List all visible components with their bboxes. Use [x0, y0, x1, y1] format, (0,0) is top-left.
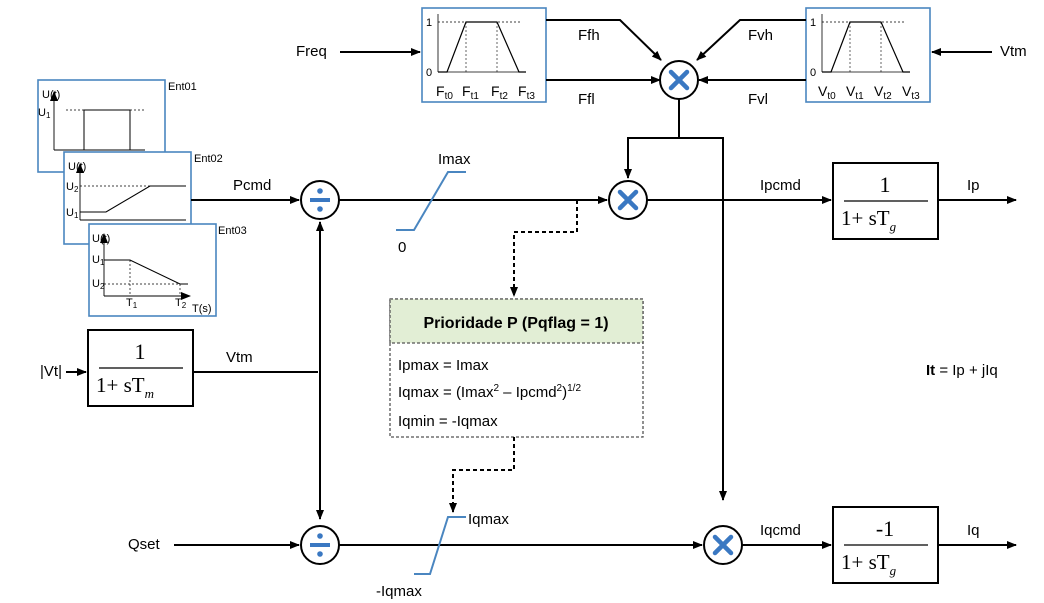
volt-block-one: 1 — [810, 17, 816, 29]
priority-box: Prioridade P (Pqflag = 1) Ipmax = Imax I… — [389, 298, 644, 438]
it-equation: It = Ip + jIq — [926, 362, 998, 379]
top-multiplier — [659, 60, 699, 100]
volt-t2-label: Vt2 — [874, 83, 892, 102]
vt-abs-label: |Vt| — [40, 363, 62, 380]
svg-text:U1: U1 — [66, 207, 79, 220]
priority-title: Prioridade P (Pqflag = 1) — [423, 315, 608, 332]
svg-text:1: 1 — [135, 339, 146, 364]
volt-t1-label: Vt1 — [846, 83, 864, 102]
freq-input-label: Freq — [296, 43, 327, 60]
vtm-mid-label: Vtm — [226, 349, 253, 366]
volt-block-zero: 0 — [810, 67, 816, 79]
freq-t1-label: Ft1 — [462, 83, 479, 102]
svg-text:1+ sTm: 1+ sTm — [96, 373, 154, 401]
vtm-input-label: Vtm — [1000, 43, 1027, 60]
svg-text:U(t): U(t) — [42, 89, 60, 101]
p-limiter-lower: 0 — [398, 239, 406, 256]
ent01-tag: Ent01 — [168, 81, 197, 93]
qset-label: Qset — [128, 536, 161, 553]
priority-to-q-limiter-wire — [449, 437, 515, 513]
svg-text:T1: T1 — [126, 297, 138, 310]
voltage-trip-block: 1 0 Vt0 Vt1 Vt2 Vt3 — [805, 7, 931, 103]
ffh-label: Ffh — [578, 27, 600, 44]
trip-to-q-mult-wire — [679, 137, 727, 501]
input-graph-ent03: U(t) U1 U2 T1 T2 T(s) Ent03 — [88, 223, 247, 317]
frequency-trip-block: 1 0 Ft0 Ft1 Ft2 Ft3 — [421, 7, 547, 103]
svg-text:-1: -1 — [876, 516, 894, 541]
svg-text:U(t): U(t) — [68, 161, 86, 173]
svg-text:U2: U2 — [92, 278, 105, 291]
svg-text:U1: U1 — [38, 107, 51, 120]
freq-t2-label: Ft2 — [491, 83, 508, 102]
svg-text:1: 1 — [880, 172, 891, 197]
priority-line1: Ipmax = Imax — [398, 357, 489, 374]
freq-t0-label: Ft0 — [436, 83, 453, 102]
svg-text:1+ sTg: 1+ sTg — [841, 206, 897, 234]
priority-line3: Iqmin = -Iqmax — [398, 413, 498, 430]
ip-transfer-function: 1 1+ sTg — [832, 162, 939, 240]
fvh-wire — [696, 19, 806, 61]
svg-text:U1: U1 — [92, 254, 105, 267]
p-multiplier — [608, 180, 648, 220]
vt-transfer-function: 1 1+ sTm — [87, 329, 194, 407]
q-limiter-lower: -Iqmax — [376, 583, 422, 600]
iq-transfer-function: -1 1+ sTg — [832, 506, 939, 584]
ffl-label: Ffl — [578, 91, 595, 108]
ent02-tag: Ent02 — [194, 153, 223, 165]
ipcmd-to-priority-wire — [510, 200, 578, 297]
q-limiter — [414, 516, 466, 575]
volt-t0-label: Vt0 — [818, 83, 836, 102]
ffh-wire — [546, 19, 662, 61]
svg-text:U(t): U(t) — [92, 233, 110, 245]
priority-line2: Iqmax = (Imax2 – Ipcmd2)1/2 — [398, 383, 581, 401]
ent03-tag: Ent03 — [218, 225, 247, 237]
p-limiter — [396, 171, 466, 231]
q-multiplier — [703, 525, 743, 565]
fvl-label: Fvl — [748, 91, 768, 108]
trip-to-p-mult-wire — [624, 99, 680, 179]
svg-text:T(s): T(s) — [192, 303, 212, 315]
svg-text:1+ sTg: 1+ sTg — [841, 550, 897, 578]
iq-label: Iq — [967, 522, 980, 539]
iqcmd-label: Iqcmd — [760, 522, 801, 539]
volt-t3-label: Vt3 — [902, 83, 920, 102]
q-limiter-upper: Iqmax — [468, 511, 509, 528]
freq-block-one: 1 — [426, 17, 432, 29]
ipcmd-label: Ipcmd — [760, 177, 801, 194]
p-limiter-upper: Imax — [438, 151, 471, 168]
svg-text:U2: U2 — [66, 181, 79, 194]
svg-text:T2: T2 — [175, 297, 187, 310]
p-divider — [300, 180, 340, 220]
fvh-label: Fvh — [748, 27, 773, 44]
ip-label: Ip — [967, 177, 980, 194]
q-divider — [300, 525, 340, 565]
freq-block-zero: 0 — [426, 67, 432, 79]
pcmd-label: Pcmd — [233, 177, 271, 194]
freq-t3-label: Ft3 — [518, 83, 535, 102]
